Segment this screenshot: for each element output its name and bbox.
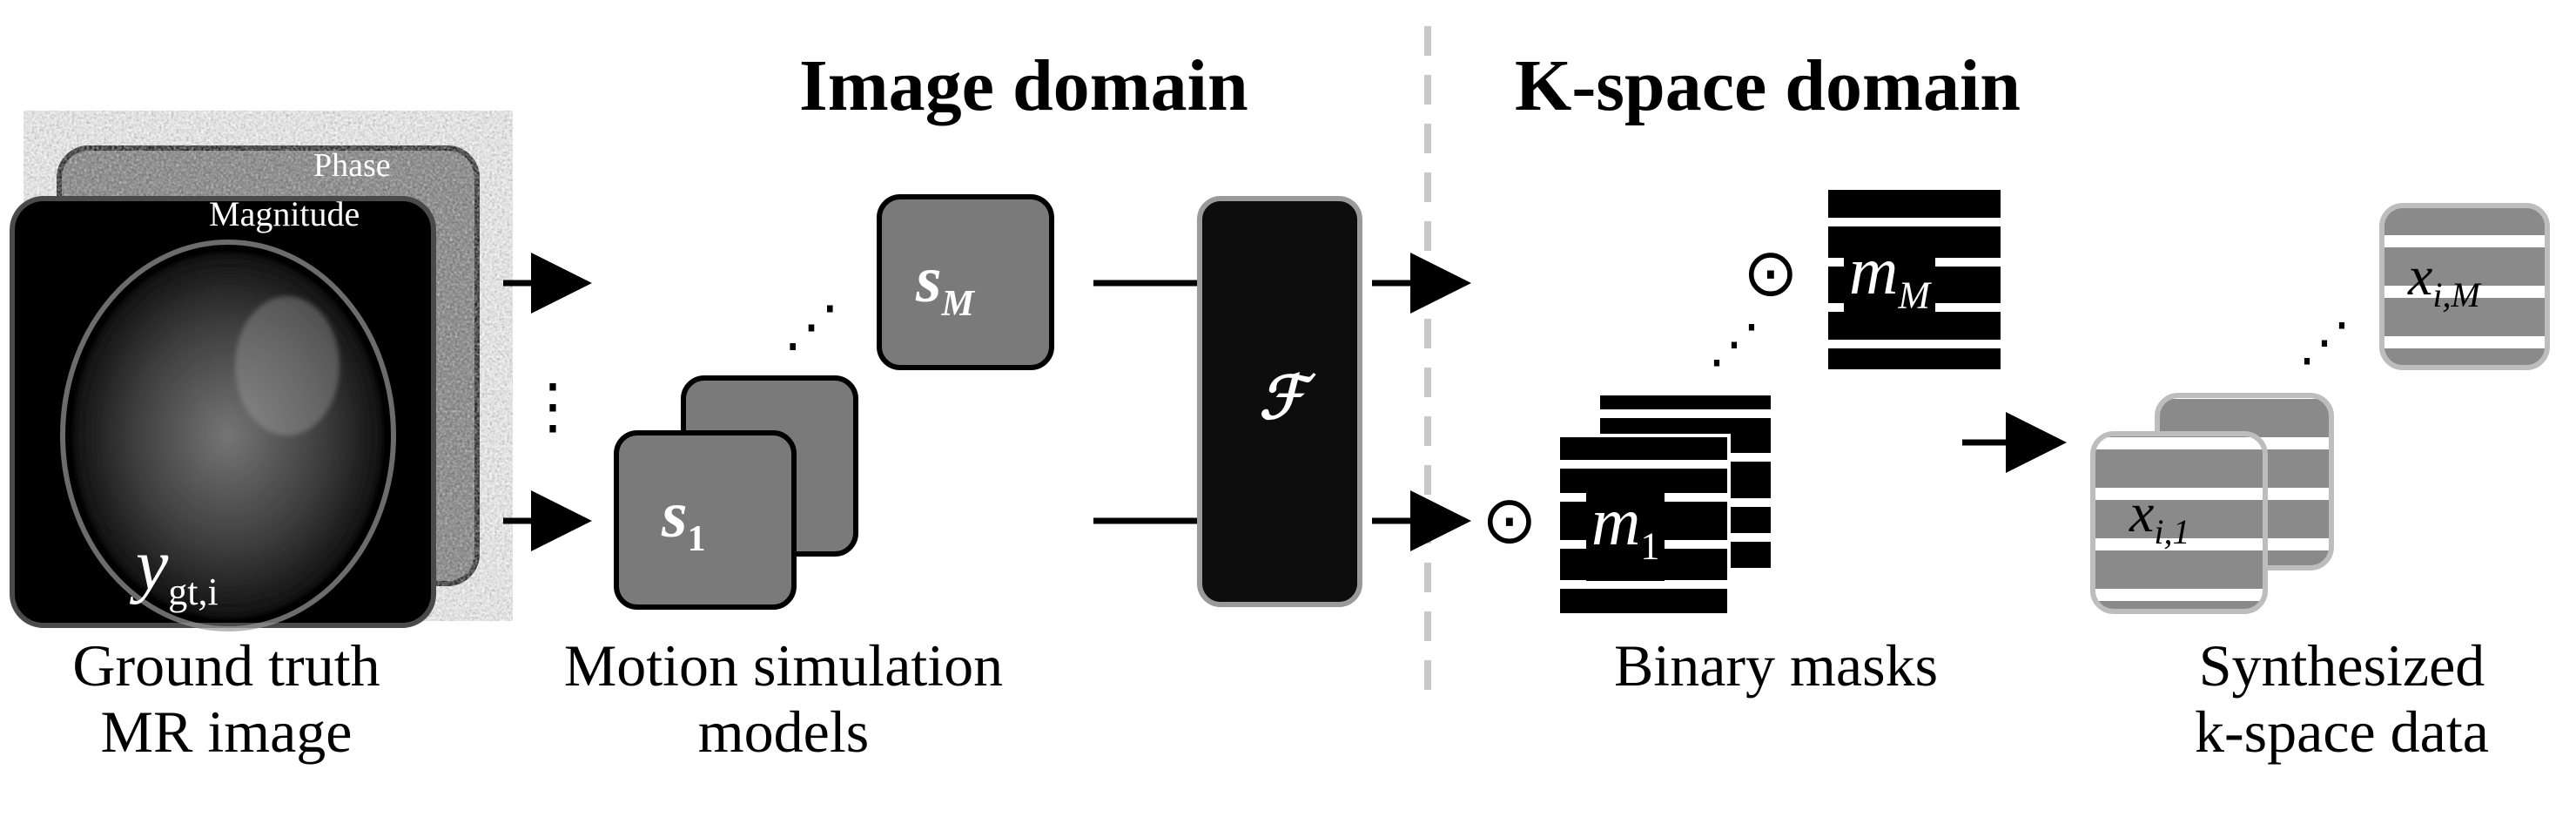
- fourier-symbol: ℱ: [1259, 365, 1306, 431]
- phase-label: Phase: [313, 147, 391, 184]
- magnitude-image: [10, 196, 436, 631]
- odot-icon-1: ⊙: [1482, 484, 1537, 557]
- caption-synthesized-kspace: Synthesized k-space data: [2195, 632, 2489, 765]
- diagonal-ellipsis-icon-models: ⋰: [784, 295, 839, 357]
- image-domain-heading: Image domain: [799, 45, 1248, 126]
- y-gt-label: ygt,i: [136, 524, 219, 613]
- model-sM-label: sM: [916, 243, 974, 325]
- diagonal-ellipsis-icon-masks: ⋰: [1708, 315, 1760, 373]
- fourier-block: [1197, 196, 1362, 607]
- diagonal-ellipsis-icon-kspace: ⋰: [2298, 314, 2351, 371]
- kspace-xM-label: xi,M: [2408, 245, 2480, 314]
- kspace-box-M: [2379, 203, 2550, 370]
- mask-m1-label: m1: [1586, 488, 1665, 581]
- kspace-domain-heading: K-space domain: [1515, 45, 2021, 126]
- caption-binary-masks: Binary masks: [1613, 632, 1939, 699]
- caption-ground-truth: Ground truth MR image: [72, 632, 380, 765]
- odot-icon-M: ⊙: [1743, 237, 1799, 310]
- magnitude-label: Magnitude: [209, 194, 360, 233]
- mask-mM-label: mM: [1844, 237, 1935, 330]
- vertical-ellipsis-icon: ⋮: [522, 374, 583, 441]
- kspace-x1-label: xi,1: [2129, 482, 2190, 551]
- model-box-s1: [614, 430, 797, 610]
- caption-motion-models: Motion simulation models: [563, 632, 1004, 765]
- kspace-box-1: [2090, 431, 2268, 614]
- model-s1-label: s1: [662, 478, 706, 560]
- model-box-sM: [877, 194, 1054, 370]
